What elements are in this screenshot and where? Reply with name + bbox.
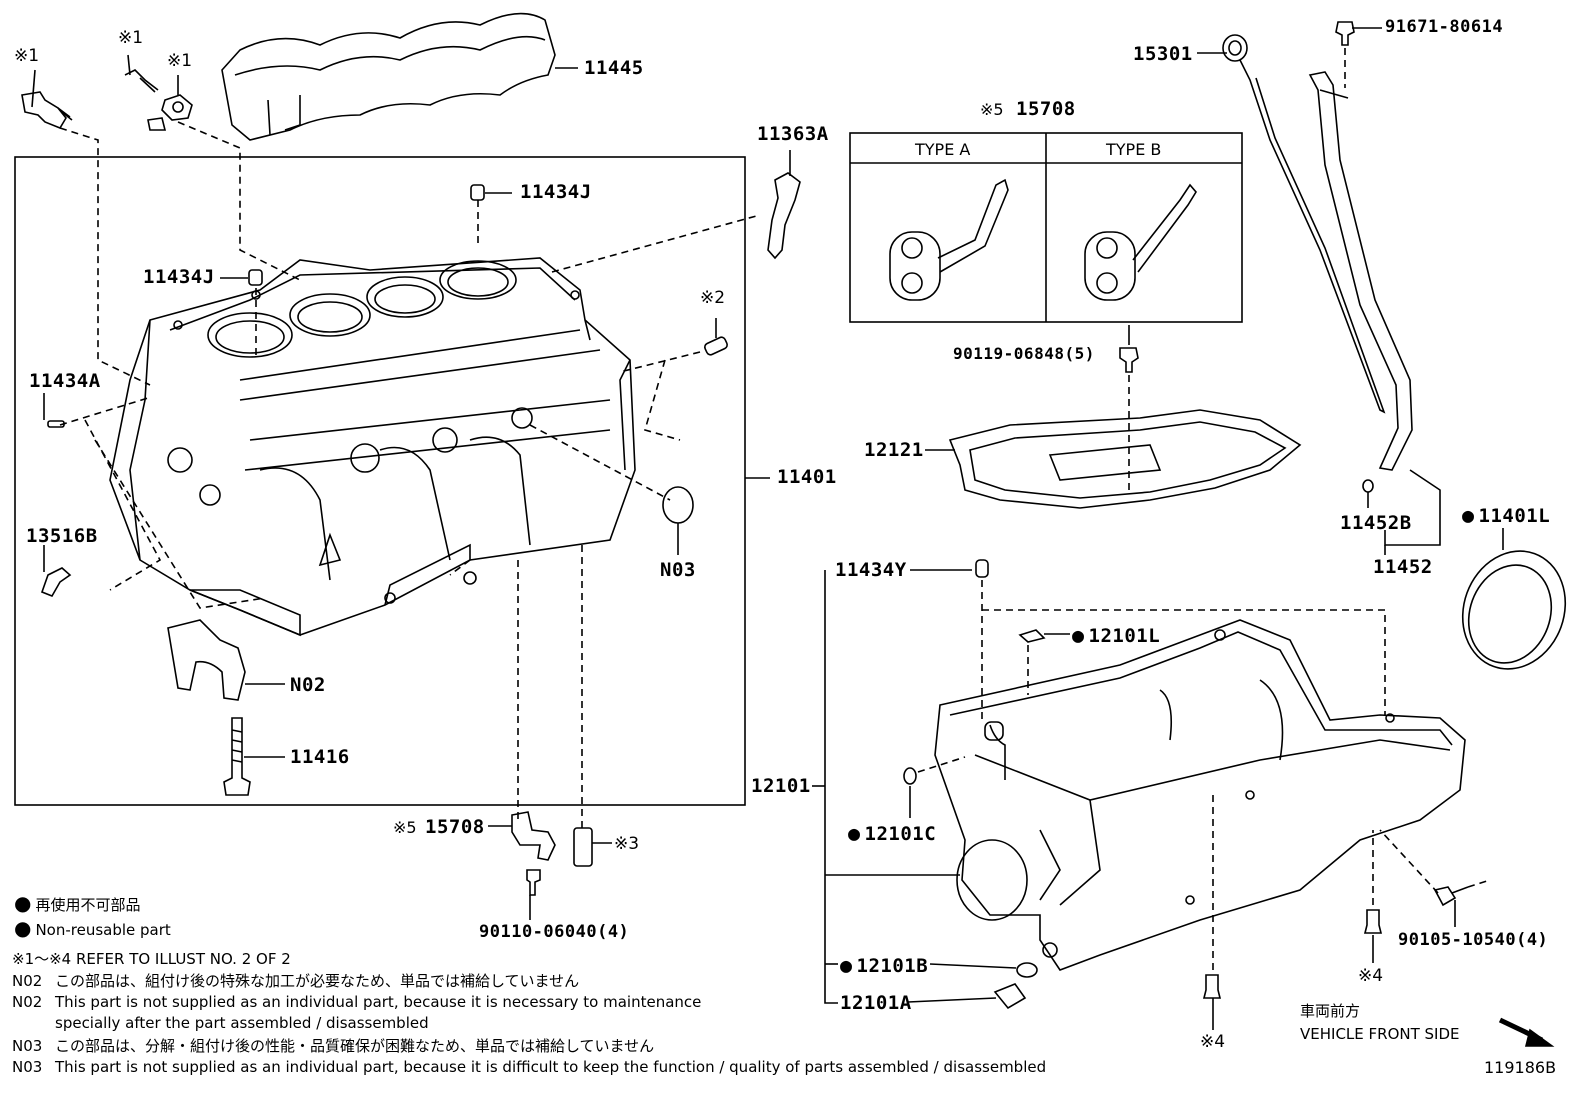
label-11434j-left: 11434J [143,266,215,288]
bolt-90105 [1433,886,1457,907]
plug-n03 [662,486,694,524]
label-11445: 11445 [584,57,644,79]
nozzle-type-table [849,132,1243,323]
dashed-leaders [59,121,761,828]
label-11416: 11416 [290,746,350,768]
label-12101l: 12101L [1072,625,1160,646]
label-11434j-top: 11434J [520,181,592,203]
type-b-header: TYPE B [1106,140,1162,159]
note-n02-tag-en: N02 [12,993,43,1011]
note-n03-en: This part is not supplied as an individu… [55,1058,1047,1076]
label-90110: 90110-06040(4) [479,922,630,942]
label-ref-3: ※3 [614,834,640,854]
vehicle-front-en: VEHICLE FRONT SIDE [1300,1025,1460,1043]
tube-13516b [40,567,72,598]
pin-11434a [47,420,65,428]
label-13516b: 13516B [26,525,98,547]
label-ref-4b: ※4 [1358,966,1384,986]
dipstick-15301 [1222,34,1386,414]
label-15301: 15301 [1133,43,1193,65]
bolt-4a [1202,974,1222,999]
legend-en: Non-reusable part [14,918,170,938]
label-11401: 11401 [777,466,837,488]
note-n02-jp: この部品は、組付け後の特殊な加工が必要なため、単品では補給していません [55,972,580,990]
note-n02-en2: specially after the part assembled / dis… [55,1014,429,1032]
label-n03: N03 [660,559,696,581]
label-12101b: 12101B [840,955,928,976]
guide-tube-11452 [1308,71,1413,471]
nozzle-15708-bottom [511,811,556,861]
gasket-12101b [1016,962,1038,978]
oil-seal-11401l [1461,550,1567,670]
bolt-4b [1363,909,1383,934]
bolt-91671 [1335,21,1355,46]
label-90105: 90105-10540(4) [1398,930,1549,950]
label-11452b: 11452B [1340,512,1412,534]
label-11434y: 11434Y [835,559,907,581]
note-refer: ※1～※4 REFER TO ILLUST NO. 2 OF 2 [12,950,291,968]
label-12101: 12101 [751,775,811,797]
bolt-90119 [1119,347,1139,373]
label-ref-5-bottom: ※5 [393,818,417,837]
bolt-11416 [223,717,251,796]
label-15708-top: 15708 [1016,98,1076,120]
o-ring-12101c [903,767,917,785]
drain-plug-12101a [993,983,1027,1010]
label-ref-1c: ※1 [167,51,193,71]
block-group-frame [14,156,746,806]
label-ref-5-top: ※5 [980,100,1004,119]
label-90119: 90119-06848(5) [953,344,1095,363]
dashed-leaders-pan [917,580,1491,970]
label-11452: 11452 [1373,556,1433,578]
label-ref-2: ※2 [700,288,726,308]
label-ref-1b: ※1 [118,28,144,48]
label-11363a: 11363A [757,123,829,145]
baffle-plate-12121 [948,409,1302,509]
washer-12101l [1018,629,1046,643]
label-12101c: 12101C [848,823,936,844]
label-n02: N02 [290,674,326,696]
label-12121: 12121 [864,439,924,461]
label-ref-4a: ※4 [1200,1032,1226,1052]
note-n02-tag-jp: N02 [12,972,43,990]
engine-cover-drawing [221,12,556,141]
dowel-2 [704,336,728,356]
diagram-id: 119186B [1484,1058,1557,1077]
oil-pan-12101 [934,619,1466,971]
cylinder-block-drawing [109,257,636,637]
pin-11434j-left [248,269,263,286]
sleeve-3 [573,827,593,867]
bearing-cap-n02 [167,619,246,701]
bolt-90110 [526,869,541,896]
note-n03-jp: この部品は、分解・組付け後の性能・品質確保が困難なため、単品では補給していません [55,1037,655,1055]
solid-leaders [31,27,1504,1030]
label-15708-bottom: 15708 [425,816,485,838]
front-direction-arrow [1498,1017,1555,1047]
label-11401l: 11401L [1462,505,1550,526]
label-91671: 91671-80614 [1385,17,1504,37]
note-n03-tag-jp: N03 [12,1037,43,1055]
label-12101a: 12101A [840,992,912,1014]
legend-jp: 再使用不可部品 [14,893,140,913]
type-a-header: TYPE A [915,140,971,159]
sensor-parts [21,69,193,131]
vehicle-front-jp: 車両前方 [1300,1002,1361,1020]
label-11434a: 11434A [29,370,101,392]
note-n03-tag-en: N03 [12,1058,43,1076]
o-ring-11452b [1362,479,1374,493]
note-n02-en1: This part is not supplied as an individu… [55,993,702,1011]
pin-11434y [975,559,989,578]
bracket-11363a [767,172,801,260]
label-ref-1a: ※1 [14,46,40,66]
pin-11434j-top [470,184,485,201]
